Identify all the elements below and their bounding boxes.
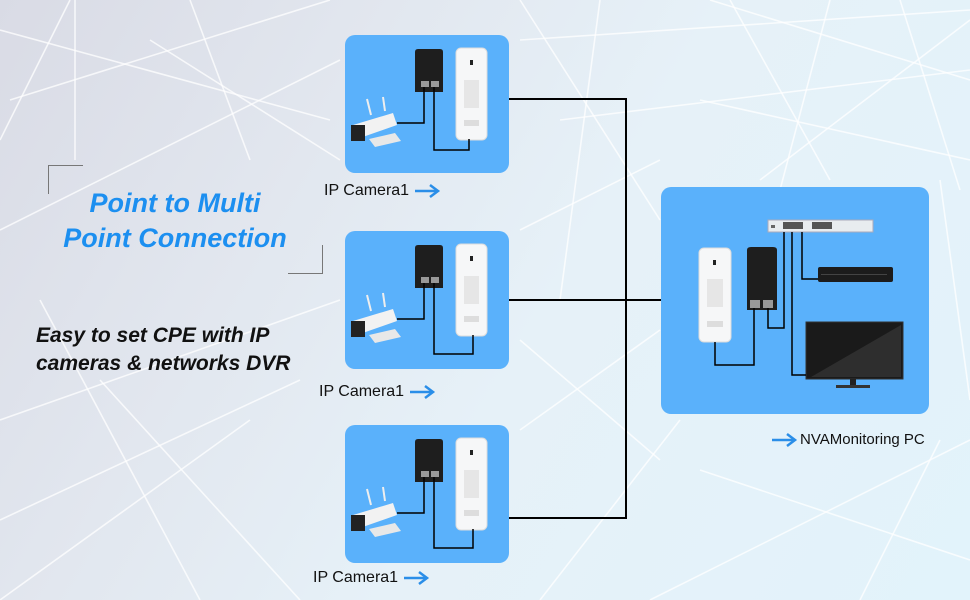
diagram-title: Point to Multi Point Connection: [40, 186, 310, 256]
corner-bracket-bottom-right: [288, 245, 323, 274]
camera-devices: [351, 243, 488, 355]
camera-label-text: IP Camera1: [313, 569, 399, 586]
arrow-right-icon: [404, 571, 430, 585]
title-line-2: Point Connection: [63, 223, 287, 253]
poe-injector-icon: [415, 245, 443, 288]
cpe-outdoor-unit-icon: [698, 247, 732, 343]
camera-panel-2: [345, 231, 509, 369]
camera-label-2: IP Camera1: [319, 383, 436, 401]
arrow-right-icon: [415, 184, 441, 198]
monitoring-devices: [698, 219, 904, 388]
camera-panel-1: [345, 35, 509, 173]
camera-label-text: IP Camera1: [324, 182, 410, 199]
camera-devices: [351, 437, 488, 549]
poe-injector-icon: [415, 439, 443, 482]
poe-injector-icon: [415, 49, 443, 92]
nvr-dvr-icon: [818, 267, 893, 282]
wire-camera1: [508, 98, 627, 100]
title-line-1: Point to Multi: [89, 188, 261, 218]
cpe-outdoor-unit-icon: [455, 243, 488, 337]
camera-panel-3: [345, 425, 509, 563]
monitoring-label-text: NVAMonitoring PC: [800, 431, 925, 448]
ip-camera-icon: [351, 292, 401, 343]
arrow-right-icon: [772, 432, 798, 447]
poe-injector-icon: [747, 247, 777, 310]
cpe-outdoor-unit-icon: [455, 47, 488, 141]
camera-label-3: IP Camera1: [313, 569, 430, 587]
monitoring-label: NVAMonitoring PC: [772, 431, 925, 448]
subtitle-line-2: cameras & networks DVR: [36, 352, 291, 375]
network-switch-icon: [767, 219, 874, 233]
monitoring-panel: [661, 187, 929, 414]
subtitle-line-1: Easy to set CPE with IP: [36, 324, 270, 347]
arrow-right-icon: [410, 385, 436, 399]
cpe-outdoor-unit-icon: [455, 437, 488, 531]
ip-camera-icon: [351, 486, 401, 537]
camera-devices: [351, 47, 488, 151]
wire-trunk: [625, 98, 627, 519]
ip-camera-icon: [351, 96, 401, 147]
wire-camera2: [508, 299, 662, 301]
camera-label-1: IP Camera1: [324, 182, 441, 200]
monitor-display-icon: [805, 321, 904, 388]
wire-camera3: [508, 517, 627, 519]
camera-label-text: IP Camera1: [319, 383, 405, 400]
corner-bracket-top-left: [48, 165, 83, 194]
diagram-subtitle: Easy to set CPE with IP cameras & networ…: [36, 322, 290, 378]
